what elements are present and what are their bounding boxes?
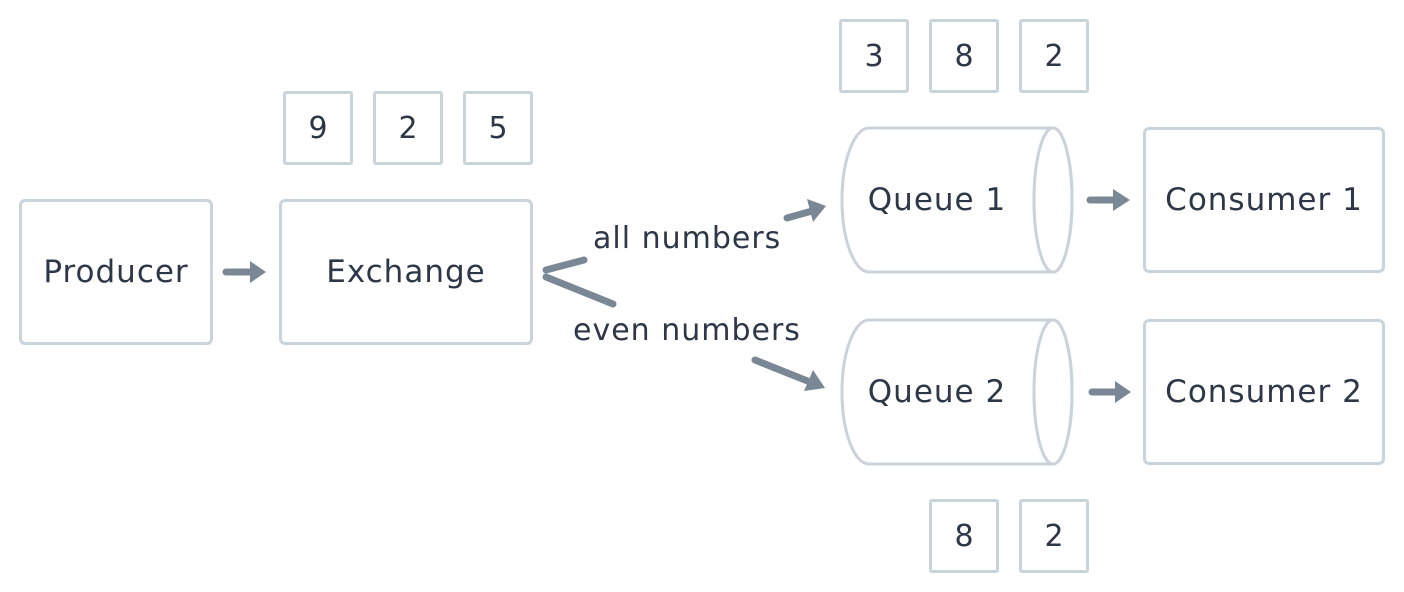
- consumer-2-label: Consumer 2: [1165, 374, 1363, 410]
- producer-label: Producer: [43, 254, 189, 290]
- queue-1-label: Queue 1: [867, 182, 1007, 218]
- exchange-message: 2: [373, 91, 443, 165]
- arrow-queue-1-to-consumer-1: [1086, 189, 1130, 211]
- exchange-label: Exchange: [326, 254, 486, 290]
- queue-2-message: 2: [1019, 499, 1089, 573]
- exchange-message: 9: [283, 91, 353, 165]
- queue-2-label: Queue 2: [867, 374, 1007, 410]
- producer-node: Producer: [19, 199, 213, 345]
- queue-2-cylinder: [840, 318, 1074, 466]
- queue-1-cylinder: [840, 126, 1074, 274]
- exchange-message: 5: [463, 91, 533, 165]
- exchange-fork-lines: [542, 256, 617, 308]
- edge-label-all-numbers: all numbers: [593, 221, 782, 256]
- consumer-2-node: Consumer 2: [1143, 319, 1385, 465]
- arrow-queue-2-to-consumer-2: [1088, 381, 1131, 403]
- arrow-producer-to-exchange: [222, 261, 266, 283]
- queue-1-message: 2: [1019, 19, 1089, 93]
- edge-label-even-numbers: even numbers: [573, 313, 801, 348]
- queue-1-message: 3: [839, 19, 909, 93]
- consumer-1-label: Consumer 1: [1165, 182, 1363, 218]
- exchange-node: Exchange: [279, 199, 533, 345]
- consumer-1-node: Consumer 1: [1143, 127, 1385, 273]
- queue-2-message: 8: [929, 499, 999, 573]
- queue-1-message: 8: [929, 19, 999, 93]
- arrow-to-queue-2: [751, 356, 825, 391]
- arrow-to-queue-1: [783, 199, 826, 222]
